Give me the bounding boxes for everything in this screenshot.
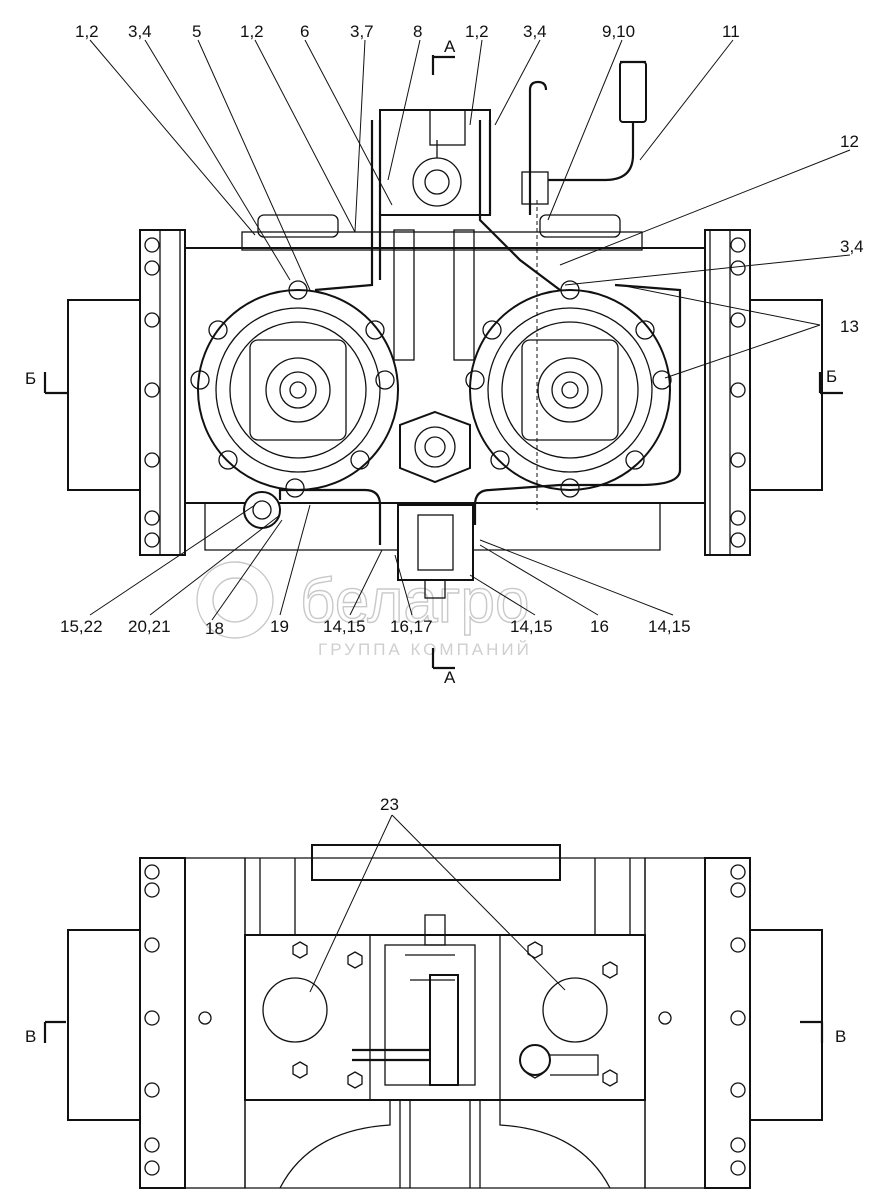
section-mark-bottom-left: В — [25, 1027, 36, 1046]
callout-top-7: 8 — [413, 22, 422, 41]
callout-bottom-3: 18 — [205, 619, 224, 638]
callout-right-3: 13 — [840, 317, 859, 336]
section-mark-left: Б — [25, 369, 36, 388]
callout-right-2: 3,4 — [840, 237, 864, 256]
callout-bottom-4: 19 — [270, 617, 289, 636]
callout-23: 23 — [380, 795, 399, 814]
callout-bottom-1: 15,22 — [60, 617, 103, 636]
section-mark-bottom: А — [444, 668, 456, 687]
callout-bottom-7: 14,15 — [510, 617, 553, 636]
callout-bottom-6: 16,17 — [390, 617, 433, 636]
section-mark-top: А — [444, 37, 456, 56]
callout-top-6: 3,7 — [350, 22, 374, 41]
callout-bottom-9: 14,15 — [648, 617, 691, 636]
callout-bottom-8: 16 — [590, 617, 609, 636]
callout-top-9: 3,4 — [523, 22, 547, 41]
section-mark-right: Б — [826, 367, 837, 386]
callout-top-10: 9,10 — [602, 22, 635, 41]
top-view: А А Б Б — [25, 22, 864, 687]
callout-top-5: 6 — [300, 22, 309, 41]
watermark: белагро ГРУППА КОМПАНИЙ — [196, 561, 532, 659]
callout-right-1: 12 — [840, 132, 859, 151]
callout-top-1: 1,2 — [75, 22, 99, 41]
callout-bottom-2: 20,21 — [128, 617, 171, 636]
callout-bottom-5: 14,15 — [323, 617, 366, 636]
callout-top-4: 1,2 — [240, 22, 264, 41]
callout-top-11: 11 — [722, 22, 740, 41]
callout-top-3: 5 — [192, 22, 201, 41]
section-mark-bottom-right: В — [835, 1027, 846, 1046]
callout-top-8: 1,2 — [465, 22, 489, 41]
watermark-subtitle: ГРУППА КОМПАНИЙ — [318, 640, 532, 659]
bottom-view: В В 23 — [25, 795, 846, 1189]
callout-top-2: 3,4 — [128, 22, 152, 41]
